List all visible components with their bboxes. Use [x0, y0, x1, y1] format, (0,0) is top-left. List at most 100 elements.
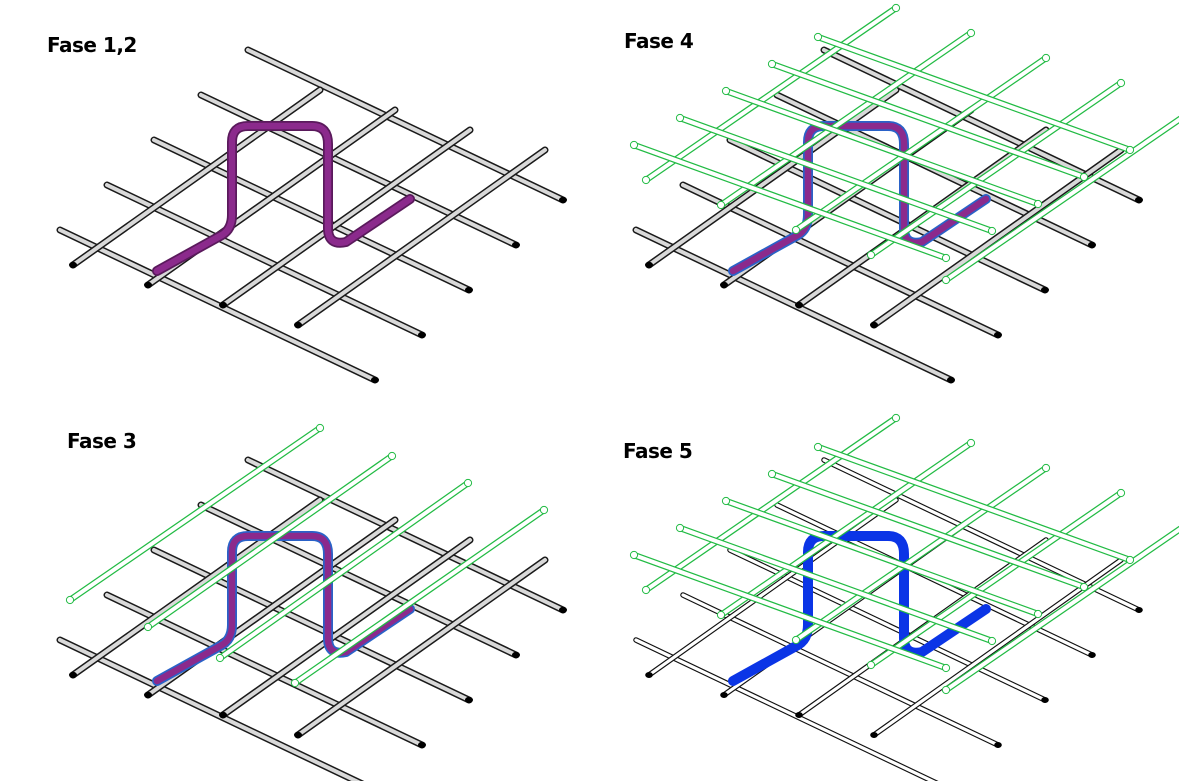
- top-rebar-end: [891, 3, 901, 13]
- top-mesh: [629, 413, 1179, 695]
- top-rebar-end: [1041, 53, 1051, 63]
- rebar: [870, 146, 1125, 329]
- top-rebar: [941, 525, 1179, 695]
- rebar: [633, 637, 939, 781]
- top-rebar: [791, 463, 1051, 645]
- top-rebar: [866, 78, 1126, 260]
- top-rebar: [813, 32, 1135, 155]
- rebar: [219, 536, 474, 719]
- rebar-end: [795, 301, 803, 309]
- rebar: [645, 497, 899, 678]
- top-rebar-end: [315, 423, 325, 433]
- rebar: [150, 546, 473, 704]
- rebar-end: [1088, 241, 1096, 249]
- rebar-end: [795, 712, 803, 718]
- stirrup-core: [153, 122, 414, 275]
- top-rebar-end: [866, 250, 876, 260]
- top-rebar-end: [675, 523, 685, 533]
- top-rebar-end: [941, 663, 951, 673]
- top-rebar-end: [641, 585, 651, 595]
- rebar: [69, 496, 324, 679]
- panel-fase-1-2: Fase 1,2: [47, 33, 567, 384]
- top-rebar-end: [791, 225, 801, 235]
- rebar: [150, 136, 473, 294]
- top-rebar-end: [1033, 199, 1043, 209]
- top-rebar-end: [1116, 78, 1126, 88]
- rebar: [870, 557, 1124, 738]
- bottom-mesh: [633, 457, 1143, 781]
- rebar: [103, 181, 426, 339]
- phase-label-4: Fase 4: [624, 29, 693, 53]
- top-rebar: [215, 478, 473, 663]
- top-rebar: [65, 423, 325, 605]
- top-rebar-end: [791, 635, 801, 645]
- top-rebar-end: [641, 175, 651, 185]
- top-rebar: [767, 469, 1089, 592]
- top-mesh: [629, 3, 1179, 285]
- rebar-end: [1041, 697, 1049, 703]
- rebar-end: [465, 696, 473, 704]
- phase-label-5: Fase 5: [623, 439, 692, 463]
- top-rebar-end: [1079, 172, 1089, 182]
- rebar: [219, 126, 474, 309]
- rebar-end: [645, 672, 653, 678]
- top-rebar: [290, 505, 549, 688]
- rebar-end: [1135, 196, 1143, 204]
- top-rebar-end: [941, 253, 951, 263]
- rebar-end: [144, 691, 152, 699]
- top-rebar-end: [1033, 609, 1043, 619]
- top-bars: [65, 423, 549, 688]
- rebar-end: [418, 331, 426, 339]
- phase-label-3: Fase 3: [67, 429, 136, 453]
- rebar-end: [219, 711, 227, 719]
- rebar: [294, 146, 549, 329]
- rebar-end: [559, 196, 567, 204]
- top-rebar-end: [1041, 463, 1051, 473]
- top-rebar-end: [539, 505, 549, 515]
- top-rebar-end: [941, 275, 951, 285]
- top-rebar: [641, 413, 901, 595]
- top-rebar: [716, 438, 976, 620]
- rebar: [56, 636, 365, 781]
- rebar: [197, 91, 520, 249]
- top-rebar-end: [65, 595, 75, 605]
- top-rebar-end: [987, 226, 997, 236]
- top-rebar: [629, 550, 951, 673]
- top-rebar-end: [716, 200, 726, 210]
- rebar: [679, 181, 1002, 339]
- top-rebar-end: [891, 413, 901, 423]
- rebar: [645, 86, 900, 269]
- top-rebar: [791, 53, 1051, 235]
- rebar: [69, 86, 324, 269]
- rebar: [632, 226, 955, 384]
- top-rebar: [721, 86, 1043, 209]
- top-rebar-end: [813, 32, 823, 42]
- phase-label-1-2: Fase 1,2: [47, 33, 137, 57]
- top-rebar-end: [675, 113, 685, 123]
- top-rebar-end: [966, 28, 976, 38]
- top-rebar-end: [1125, 555, 1135, 565]
- top-rebar-end: [866, 660, 876, 670]
- top-rebar: [941, 115, 1179, 285]
- rebar: [680, 592, 1002, 748]
- top-rebar-end: [966, 438, 976, 448]
- rebar-end: [947, 376, 955, 384]
- top-rebar-end: [767, 469, 777, 479]
- rebar-end: [512, 651, 520, 659]
- panel-fase-5: Fase 5: [623, 413, 1179, 781]
- top-rebar-end: [629, 550, 639, 560]
- rebar-end: [219, 301, 227, 309]
- rebar-end: [720, 281, 728, 289]
- rebar: [197, 501, 520, 659]
- top-rebar-end: [721, 496, 731, 506]
- top-rebar-end: [143, 622, 153, 632]
- rebar: [774, 502, 1096, 658]
- top-rebar: [675, 113, 997, 236]
- top-rebar: [716, 28, 976, 210]
- rebar-end: [559, 606, 567, 614]
- rebar-end: [1135, 607, 1143, 613]
- top-rebar-end: [629, 140, 639, 150]
- rebar-end: [645, 261, 653, 269]
- rebar-end: [465, 286, 473, 294]
